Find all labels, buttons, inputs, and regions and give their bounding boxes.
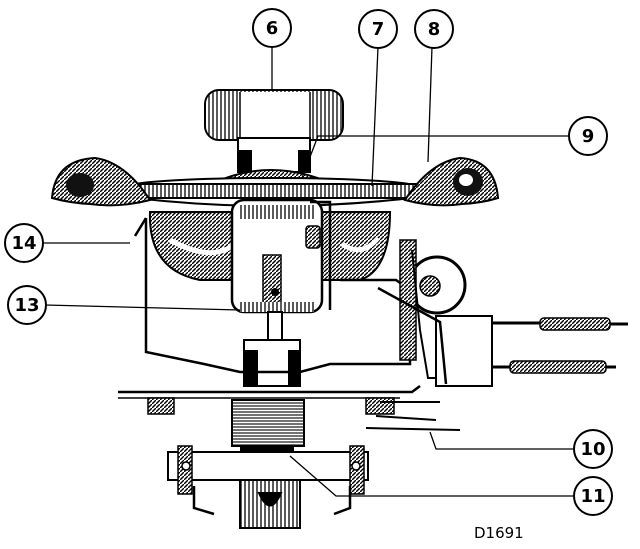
callout-14: 14 <box>4 223 44 263</box>
gear-stack <box>167 399 369 529</box>
callout-9: 9 <box>568 116 608 156</box>
callout-10: 10 <box>573 429 613 469</box>
callout-label: 7 <box>372 19 385 40</box>
callout-label: 11 <box>580 486 605 507</box>
callout-label: 6 <box>266 18 279 39</box>
callout-label: 9 <box>582 126 595 147</box>
base-plate <box>118 385 461 431</box>
reference-code: D1691 <box>474 524 524 542</box>
callout-7: 7 <box>358 9 398 49</box>
leader-lines <box>41 46 574 497</box>
cables <box>492 317 628 374</box>
callout-13: 13 <box>7 285 47 325</box>
callout-11: 11 <box>573 476 613 516</box>
switch-assembly <box>377 239 493 387</box>
callout-8: 8 <box>414 9 454 49</box>
spindle <box>243 311 301 387</box>
wing-handles <box>50 156 500 207</box>
callout-6: 6 <box>252 8 292 48</box>
callout-label: 13 <box>14 295 39 316</box>
central-cylinder <box>230 198 324 314</box>
callout-label: 8 <box>428 19 441 40</box>
control-knob <box>204 89 344 173</box>
callout-label: 14 <box>11 233 36 254</box>
callout-label: 10 <box>580 439 605 460</box>
